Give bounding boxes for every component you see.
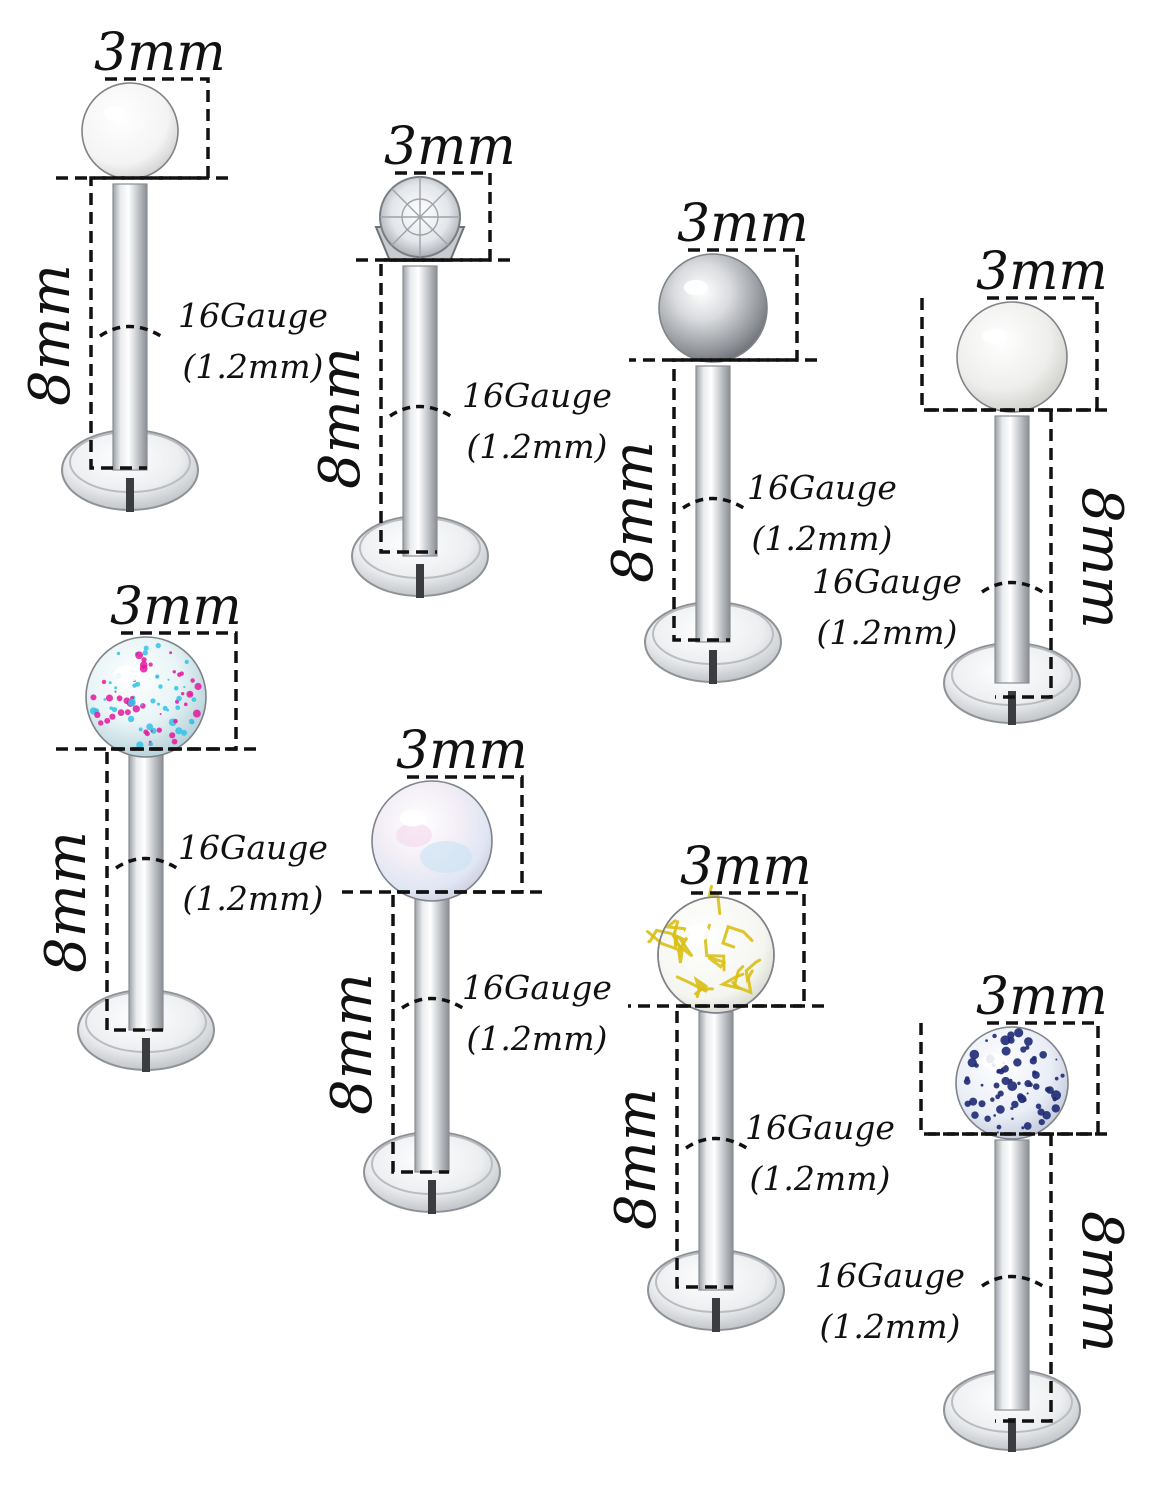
ball-size-label: 3mm [94,23,226,83]
bar [698,1011,734,1291]
gauge-text: 16Gauge [815,1256,965,1295]
navy-speckle-stud [919,1021,1108,1452]
silver-ball-stud [629,248,817,684]
gauge-arc [981,580,1047,596]
gauge-mm-text: (1.2mm) [466,427,608,467]
ball [81,82,179,180]
ball-highlight [981,1053,1007,1070]
ball-highlight [684,924,711,942]
post-tip [712,1298,720,1332]
gauge-text: 16Gauge [178,296,328,335]
gauge-text: 16Gauge [747,468,897,507]
bar-length-label: 8mm [34,830,99,973]
opal-speckle-stud [56,631,256,1072]
gauge-mm-text: (1.2mm) [182,879,324,919]
bar-length-guide [391,890,542,1174]
gauge-text: 16Gauge [745,1108,895,1147]
bar-length-guide [379,258,510,554]
gauge-text: 16Gauge [178,828,328,867]
white-ball-stud [52,77,228,512]
bar-length-label: 8mm [604,1087,669,1230]
ball-highlight [113,665,140,683]
bar [414,897,450,1173]
post-tip [126,478,134,512]
bar-length-label: 8mm [320,973,385,1115]
ball-highlight [683,279,708,296]
ball-highlight [982,328,1007,344]
gauge-mm-text: (1.2mm) [466,1019,608,1059]
post-tip [709,650,717,684]
gauge-label: 16Gauge (1.2mm) [747,462,897,564]
ball-size-label: 3mm [976,967,1108,1027]
bar [402,265,438,557]
gauge-label: 16Gauge (1.2mm) [815,1250,965,1352]
gauge-text: 16Gauge [812,562,962,601]
ball [956,301,1068,413]
ball-size-label: 3mm [384,117,516,177]
ball-size-guide [56,631,238,751]
gauge-arc [401,996,467,1012]
ball-size-label: 3mm [396,721,528,781]
bar [695,365,731,643]
gauge-arc [685,1136,751,1152]
ball-size-guide [350,171,492,262]
gauge-label: 16Gauge (1.2mm) [178,290,328,392]
ball-highlight [104,106,126,120]
gauge-arc [389,404,455,420]
bar-length-guide [995,1134,1053,1423]
gauge-label: 16Gauge (1.2mm) [462,962,612,1064]
bar-length-guide [995,410,1053,699]
ball-size-guide [628,891,806,1008]
gold-crackle-stud [628,884,824,1332]
bar-length-label: 8mm [1069,486,1134,629]
gauge-label: 16Gauge (1.2mm) [745,1102,895,1204]
gauge-mm-text: (1.2mm) [749,1159,891,1199]
gauge-mm-text: (1.2mm) [182,347,324,387]
gauge-label: 16Gauge (1.2mm) [178,822,328,924]
clear-gem-stud [350,171,510,598]
ball-size-label: 3mm [680,837,812,897]
ball-size-label: 3mm [976,242,1108,302]
ball-highlight [399,809,426,827]
gauge-label: 16Gauge (1.2mm) [462,370,612,472]
gauge-text: 16Gauge [462,968,612,1007]
ball-size-guide [52,77,210,180]
gauge-text: 16Gauge [462,376,612,415]
gauge-label: 16Gauge (1.2mm) [812,556,962,658]
ball-size-guide [342,775,524,894]
gauge-arc [682,496,748,512]
post-tip [1008,691,1016,725]
gauge-mm-text: (1.2mm) [819,1307,961,1347]
post-tip [142,1038,150,1072]
bar-length-guide [675,1004,824,1289]
ball-size-label: 3mm [677,194,809,254]
pearl-ball-stud [920,296,1107,725]
bar-length-label: 8mm [18,264,83,406]
ball [371,780,493,902]
ball [658,253,768,363]
bar [128,754,164,1031]
ball-size-guide [629,248,799,362]
bar-length-label: 8mm [601,441,666,583]
gauge-mm-text: (1.2mm) [751,519,893,559]
post-tip [428,1180,436,1214]
bar-length-label: 8mm [308,347,373,489]
post-tip [1008,1418,1016,1452]
bar-length-guide [89,176,228,470]
aurora-pearl-stud [342,775,542,1214]
bar [994,415,1030,684]
bar-length-label: 8mm [1069,1210,1134,1353]
ball [85,636,207,758]
gauge-arc [981,1274,1047,1290]
gauge-mm-text: (1.2mm) [816,613,958,653]
gauge-arc [99,324,165,340]
post-tip [416,564,424,598]
ball-size-label: 3mm [110,577,242,637]
gauge-arc [115,856,181,872]
bar-length-guide [105,747,256,1032]
